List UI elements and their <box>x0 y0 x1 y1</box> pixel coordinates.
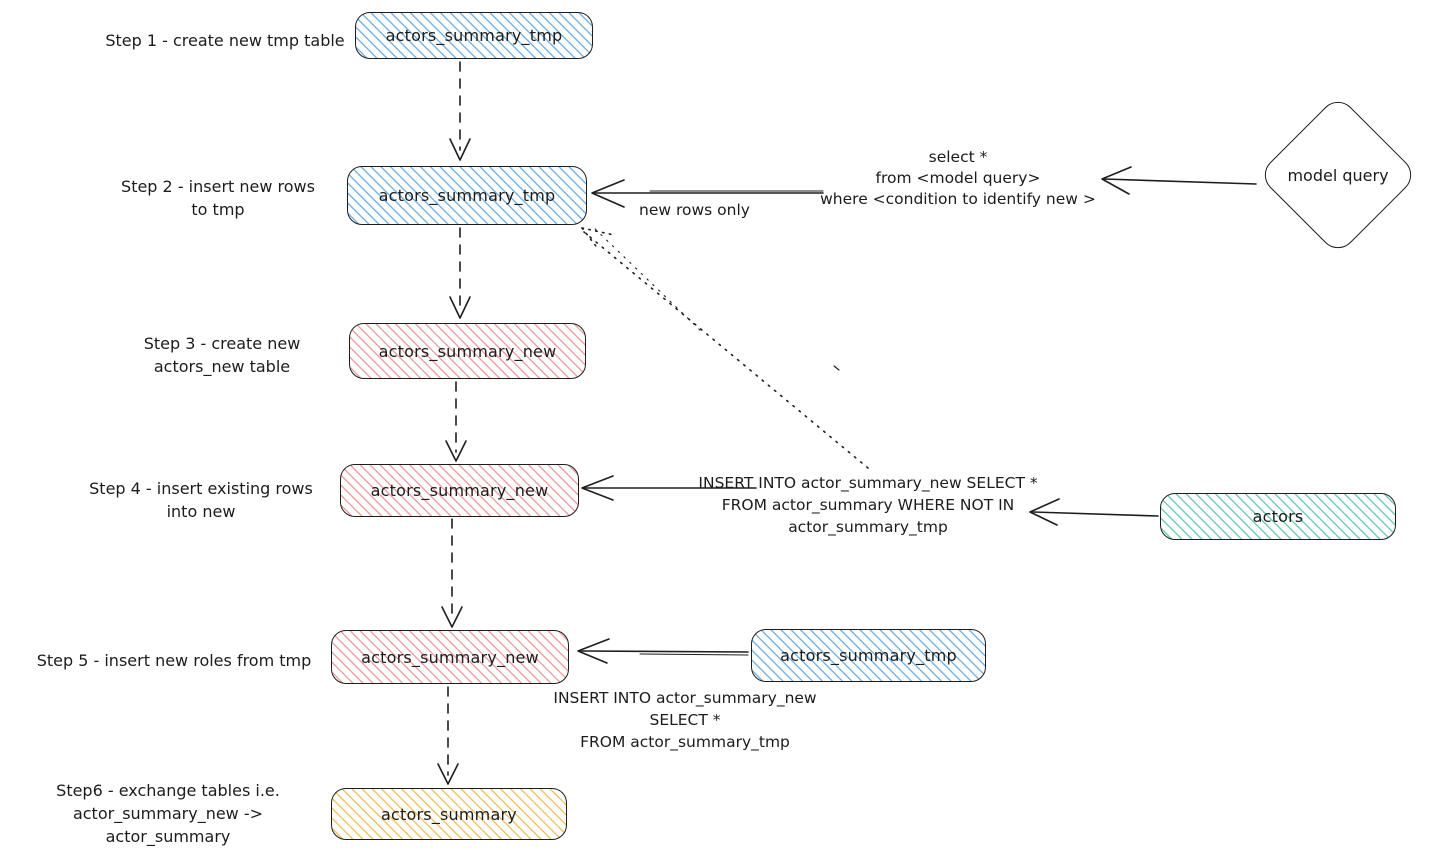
step5-label: Step 5 - insert new roles from tmp <box>36 651 312 670</box>
dotted-arrow-insert-existing-to-step2 <box>581 225 869 469</box>
step4-label: Step 4 - insert existing rows into new <box>89 479 313 521</box>
arrow-tmp-source-to-step5 <box>577 638 749 664</box>
step3-node-label: actors_summary_new <box>378 341 557 361</box>
step1-node: actors_summary_tmp <box>355 12 593 59</box>
step2-node-label: actors_summary_tmp <box>378 186 556 205</box>
step4-node: actors_summary_new <box>340 464 579 517</box>
arrow-model-query-to-select-query <box>1101 166 1257 195</box>
arrow-step1-to-step2 <box>449 61 471 161</box>
stray-mark <box>833 365 840 371</box>
insert-existing-annotation: INSERT INTO actor_summary_new SELECT * F… <box>698 474 1038 536</box>
step2-label: Step 2 - insert new rows to tmp <box>121 177 315 219</box>
step3-label: Step 3 - create new actors_new table <box>143 334 301 376</box>
step5-node: actors_summary_new <box>331 630 569 684</box>
step6-label: Step6 - exchange tables i.e. actor_summa… <box>56 781 280 846</box>
insert-tmp-annotation: INSERT INTO actor_summary_new SELECT * F… <box>553 689 817 751</box>
step1-node-label: actors_summary_tmp <box>385 26 563 45</box>
arrow-actors-to-insert-existing <box>1029 498 1159 526</box>
step1-label: Step 1 - create new tmp table <box>105 31 345 50</box>
step2-node: actors_summary_tmp <box>347 166 587 225</box>
step6-node: actors_summary <box>331 788 567 840</box>
step4-node-label: actors_summary_new <box>370 481 549 500</box>
model-query-label: model query <box>1287 166 1389 185</box>
tmp-source-node-label: actors_summary_tmp <box>780 646 957 665</box>
arrow-step5-to-step6 <box>437 686 459 785</box>
new-rows-only-label: new rows only <box>639 201 750 219</box>
step5-node-label: actors_summary_new <box>361 647 539 667</box>
tmp-source-node: actors_summary_tmp <box>751 629 986 682</box>
arrow-insert-existing-to-step4 <box>581 475 757 501</box>
actors-node-label: actors <box>1252 507 1304 526</box>
actors-node: actors <box>1160 493 1396 540</box>
step6-node-label: actors_summary <box>381 804 517 824</box>
select-query-annotation: select * from <model query> where <condi… <box>820 148 1096 208</box>
arrow-select-query-to-step2 <box>591 179 824 208</box>
step3-node: actors_summary_new <box>349 323 586 379</box>
arrow-step2-to-step3 <box>449 227 471 319</box>
arrow-step4-to-step5 <box>441 518 463 628</box>
arrow-step3-to-step4 <box>445 381 467 462</box>
